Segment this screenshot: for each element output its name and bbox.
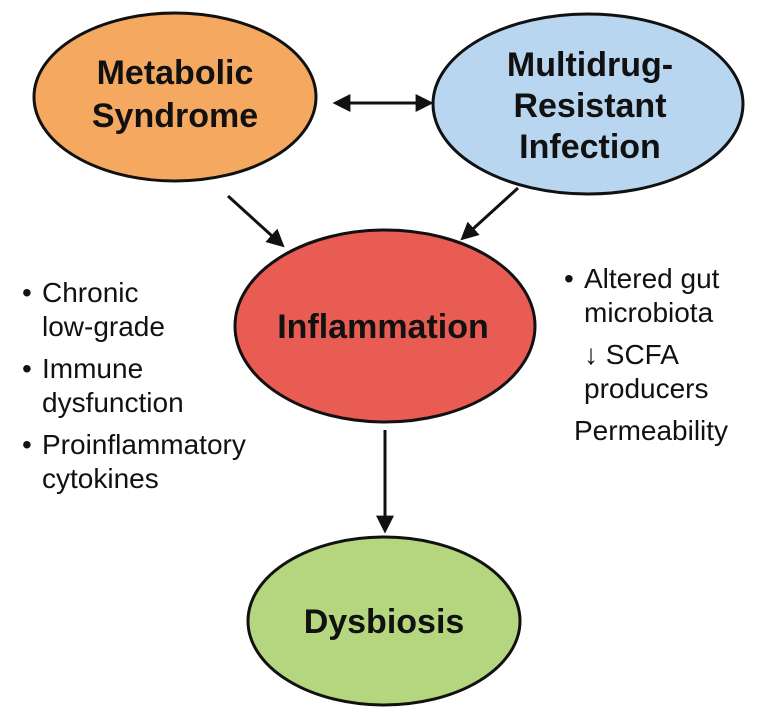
multidrug-infection-label-line2: Resistant [513, 87, 666, 125]
multidrug-infection-label-line3: Infection [519, 128, 661, 166]
multidrug-infection-node: Multidrug- Resistant Infection [431, 12, 745, 196]
list-item-line1: Proinflammatory [42, 429, 246, 460]
list-item: • Proinflammatory cytokines [22, 428, 312, 496]
dysbiosis-ellipse [246, 535, 522, 707]
arrow-infection-to-inflammation [460, 186, 520, 241]
list-item-line1: ↓ SCFA [584, 338, 764, 372]
dysbiosis-node: Dysbiosis [246, 535, 522, 707]
list-item-line1: Chronic [42, 277, 139, 308]
bullet: • [564, 263, 574, 294]
arrow-metabolic-to-inflammation [226, 194, 285, 248]
bullet: • [22, 277, 32, 308]
metabolic-syndrome-label-line1: Metabolic [97, 54, 254, 92]
dysbiosis-features-list: • Altered gut microbiota ↓ SCFA producer… [564, 262, 764, 456]
list-item-line2: cytokines [42, 463, 159, 494]
list-item-line1-text: SCFA [605, 339, 679, 370]
metabolic-syndrome-label-line2: Syndrome [92, 97, 258, 135]
list-item-line2: microbiota [584, 297, 714, 328]
metabolic-syndrome-node: Metabolic Syndrome [32, 11, 318, 183]
inflammation-features-list: • Chronic low-grade • Immune dysfunction… [22, 276, 312, 504]
list-item-line1: Permeability [574, 415, 729, 446]
down-arrow-icon: ↓ [584, 339, 598, 370]
inflammation-ellipse [233, 228, 537, 424]
bullet: • [22, 353, 32, 384]
list-item: • Immune dysfunction [22, 352, 312, 420]
bullet: • [22, 429, 32, 460]
list-item: • Altered gut microbiota [564, 262, 764, 330]
list-item-line2: producers [584, 373, 709, 404]
metabolic-syndrome-ellipse [32, 11, 318, 183]
list-item: • Chronic low-grade [22, 276, 312, 344]
list-item-line1: Immune [42, 353, 144, 384]
list-item-line1: Altered gut [584, 263, 720, 294]
list-item-line2: low-grade [42, 311, 165, 342]
dysbiosis-label: Dysbiosis [304, 603, 465, 641]
list-item: Permeability [564, 414, 764, 448]
multidrug-infection-label-line1: Multidrug- [507, 46, 673, 84]
inflammation-node: Inflammation [233, 228, 537, 424]
inflammation-label: Inflammation [277, 308, 489, 346]
list-item: ↓ SCFA producers [564, 338, 764, 406]
list-item-line2: dysfunction [42, 387, 184, 418]
